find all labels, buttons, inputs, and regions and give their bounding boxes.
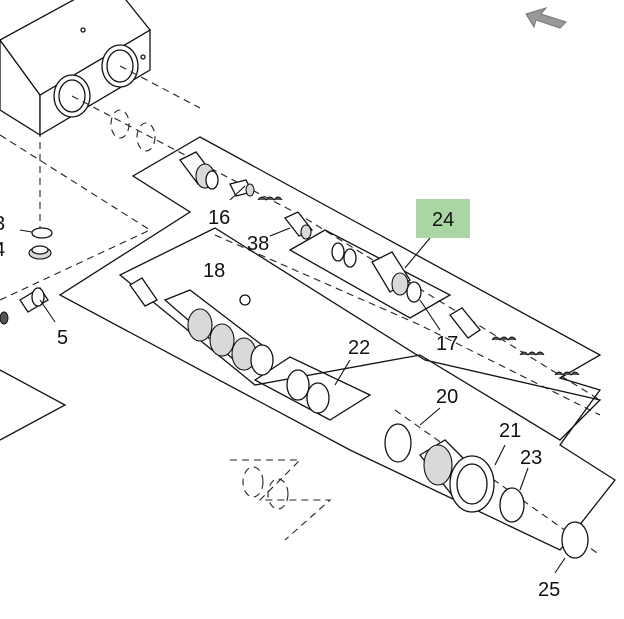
kit-boundary-outer [58,136,616,551]
part-20 [384,423,412,463]
part-16 [179,151,283,201]
part-18 [239,294,251,306]
callout-23[interactable]: 23 [520,447,542,469]
part-25 [561,521,589,559]
callout-20[interactable]: 20 [436,386,458,408]
callout-25[interactable]: 25 [538,579,560,601]
part-23 [499,487,525,523]
callout-3[interactable]: 3 [0,213,5,235]
callout-4[interactable]: 4 [0,239,5,261]
left-frame [0,369,67,441]
part-22-seals [286,369,330,414]
callout-17[interactable]: 17 [436,333,458,355]
callout-38[interactable]: 38 [247,233,269,255]
valve-housing [0,0,151,137]
leader-lines [19,185,566,574]
callout-18[interactable]: 18 [203,260,225,282]
part-38 [283,211,314,240]
part-17 [449,307,580,376]
callout-16[interactable]: 16 [208,207,230,229]
callout-24-highlight[interactable] [416,199,470,238]
seal-kit-box-22 [253,356,372,421]
callout-5[interactable]: 5 [57,327,68,349]
callout-22[interactable]: 22 [348,337,370,359]
back-arrow-icon[interactable] [525,7,567,29]
part-21 [419,439,495,513]
housing-seals [110,109,289,510]
kit-boundary-inner-upper [118,227,602,441]
part-3 [31,227,53,239]
part-5 [0,287,49,325]
part-24-seals [331,242,422,303]
callout-24[interactable]: 24 [432,209,454,231]
part-4 [28,245,52,260]
main-spool [129,277,274,376]
callout-21[interactable]: 21 [499,420,521,442]
seal-kit-box-24 [288,229,452,319]
